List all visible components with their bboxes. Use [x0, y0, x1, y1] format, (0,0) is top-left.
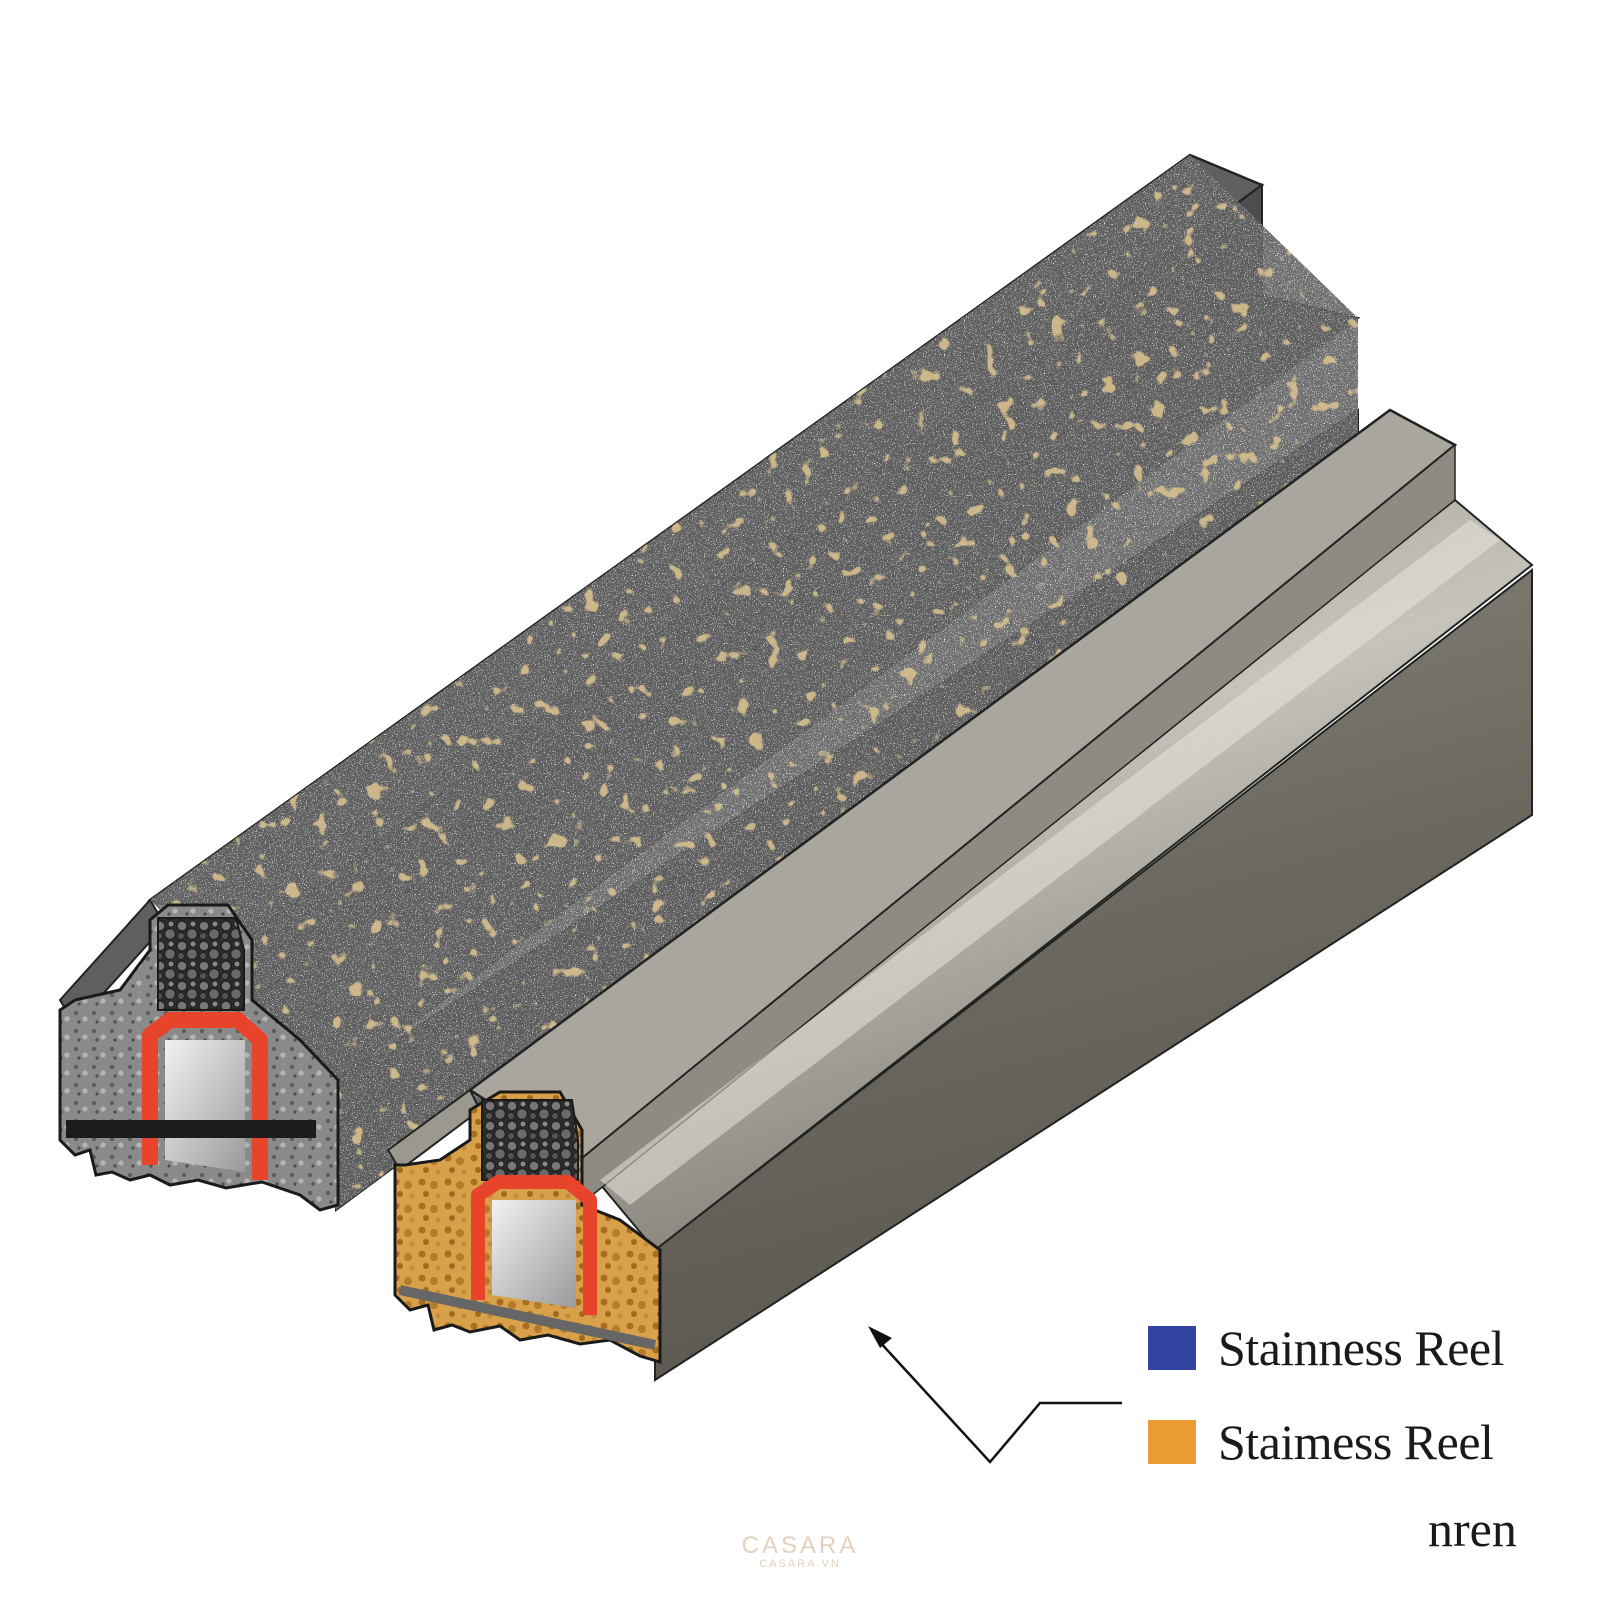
steel-bar-cross-section: [393, 1090, 662, 1365]
weathered-bar-red-core: [142, 1012, 268, 1180]
legend-extra-label: nren: [1428, 1501, 1517, 1557]
legend-swatch-blue: [1148, 1326, 1196, 1370]
watermark-brand: CASARA: [741, 1532, 859, 1559]
legend-label: Stainness Reel: [1218, 1320, 1505, 1376]
legend: Stainness Reel Staimess Reel: [1148, 1318, 1568, 1506]
steel-bar-red-core: [471, 1175, 597, 1315]
watermark-logo: CASARA CASARA.VN: [740, 1532, 860, 1570]
legend-item-stainness-reel: Stainness Reel: [1148, 1318, 1568, 1378]
legend-label: Staimess Reel: [1218, 1414, 1494, 1470]
steel-bar: [386, 408, 1534, 1382]
legend-swatch-orange: [1148, 1420, 1196, 1464]
weathered-bar: [58, 153, 1361, 1212]
legend-item-staimess-reel: Staimess Reel: [1148, 1412, 1568, 1472]
leader-arrowhead: [868, 1326, 892, 1348]
weathered-bar-cross-section: [58, 903, 340, 1212]
leader-line: [868, 1326, 1122, 1464]
watermark-site: CASARA.VN: [759, 1558, 841, 1570]
